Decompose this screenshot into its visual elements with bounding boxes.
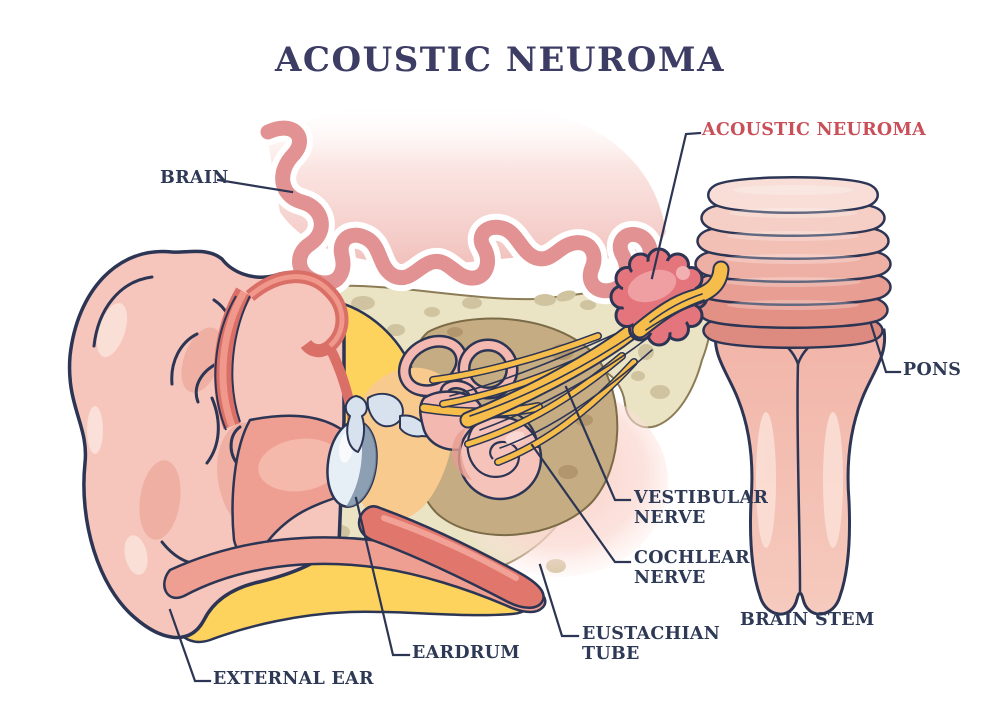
label-vestibular-nerve: VESTIBULAR NERVE bbox=[634, 488, 769, 528]
label-eardrum: EARDRUM bbox=[412, 643, 520, 663]
label-acoustic-neuroma: ACOUSTIC NEUROMA bbox=[702, 120, 927, 140]
ossicles bbox=[344, 392, 436, 453]
brain-stem-illustration bbox=[713, 328, 887, 616]
nerve-fibre-lines bbox=[449, 329, 653, 449]
leader-eustachian-tube bbox=[538, 563, 580, 638]
leader-brain bbox=[216, 178, 294, 194]
leader-vestibular-nerve bbox=[564, 385, 632, 502]
leader-cochlear-nerve bbox=[530, 443, 632, 564]
leader-acoustic-neuroma bbox=[650, 131, 702, 280]
label-eustachian-tube: EUSTACHIAN TUBE bbox=[582, 624, 721, 664]
leader-eardrum bbox=[354, 496, 411, 657]
leader-lines bbox=[168, 131, 902, 683]
canal-wall-layers bbox=[214, 270, 360, 437]
ear-highlights bbox=[87, 303, 148, 575]
label-pons: PONS bbox=[903, 360, 962, 380]
eardrum-illustration bbox=[326, 420, 378, 508]
label-cochlear-nerve: COCHLEAR NERVE bbox=[634, 548, 750, 588]
pons-illustration bbox=[694, 176, 892, 349]
label-external-ear: EXTERNAL EAR bbox=[213, 669, 374, 689]
label-brain: BRAIN bbox=[160, 168, 229, 188]
leader-external-ear bbox=[168, 608, 212, 683]
diagram-title: ACOUSTIC NEUROMA bbox=[275, 40, 725, 80]
ear-canal bbox=[231, 414, 354, 556]
leader-pons bbox=[869, 322, 902, 374]
eustachian-tube-illustration bbox=[163, 505, 547, 614]
nerve-over-tumor bbox=[631, 260, 730, 339]
label-brain-stem: BRAIN STEM bbox=[740, 610, 875, 630]
